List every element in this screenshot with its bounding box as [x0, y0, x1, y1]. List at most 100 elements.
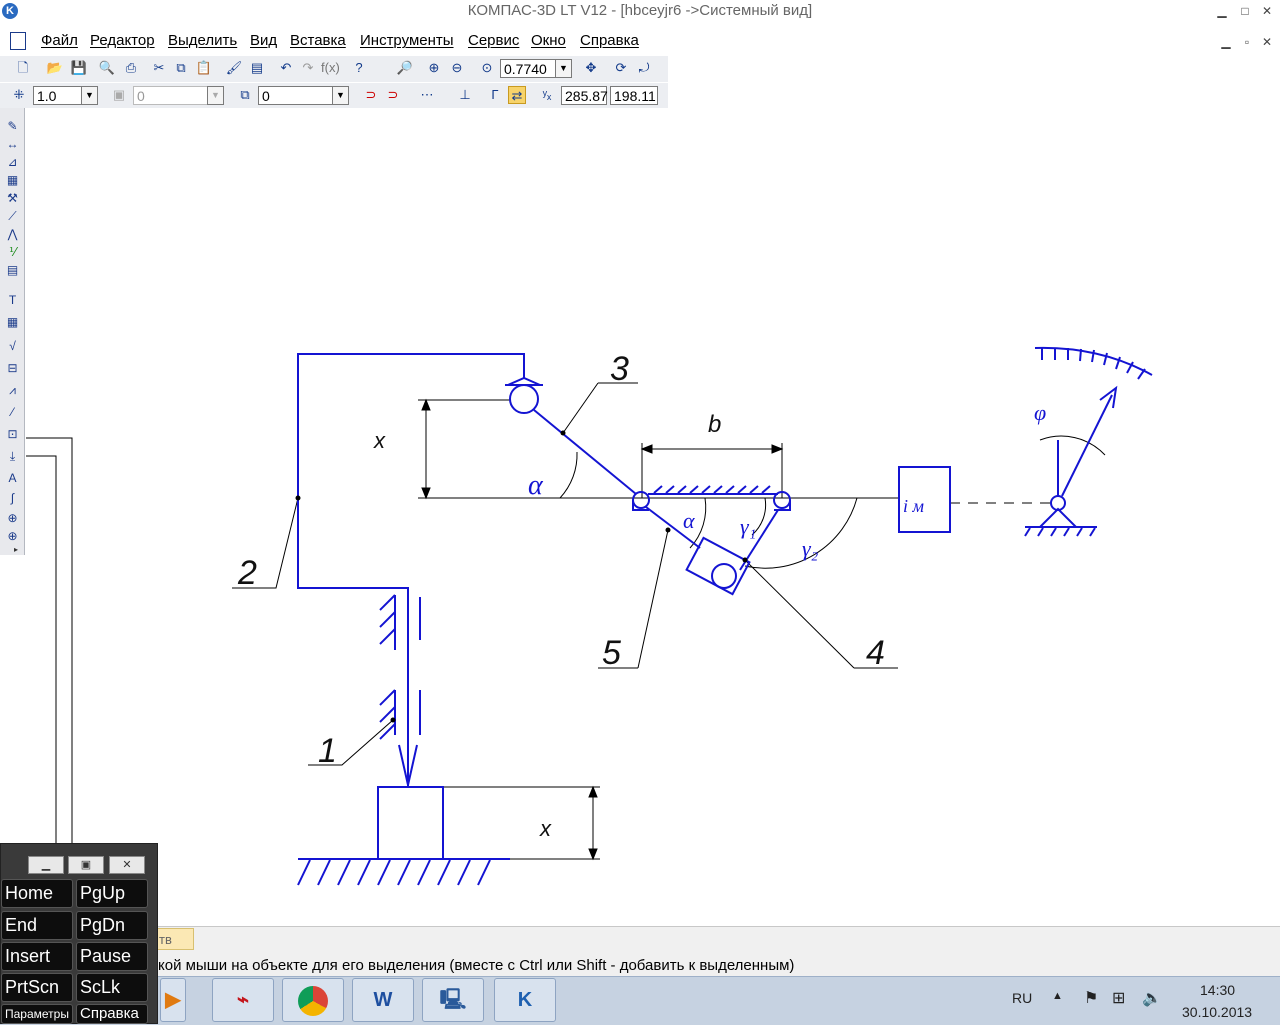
properties-icon[interactable]: ▤ [250, 60, 264, 75]
cut-icon[interactable]: ✂ [153, 60, 165, 75]
position-icon[interactable]: ⁄ [11, 405, 14, 419]
menu-service[interactable]: Сервис [468, 32, 520, 49]
function-icon[interactable]: f(x) [321, 60, 340, 75]
text-icon[interactable]: T [8, 293, 17, 307]
zoom-window-icon[interactable]: 🔎 [396, 60, 414, 75]
ortho-icon[interactable]: Γ [491, 87, 499, 102]
osk-options-button[interactable]: Параметры [1, 1004, 73, 1024]
format-brush-icon[interactable]: 🖌 [225, 60, 243, 75]
clock-date[interactable]: 30.10.2013 [1182, 1004, 1253, 1020]
copy-icon[interactable]: ⧉ [176, 60, 186, 75]
zoom-in-icon[interactable]: ⊕ [428, 60, 440, 75]
zoom-dropdown-icon[interactable]: ▼ [555, 59, 572, 78]
roughness-icon[interactable]: √ [9, 339, 16, 353]
doc-close-button[interactable]: ✕ [1261, 35, 1273, 49]
local-cs-icon[interactable]: ⊥ [459, 87, 471, 102]
undo-icon[interactable]: ↶ [280, 60, 292, 75]
wave-icon[interactable]: ∫ [10, 491, 15, 505]
center-mark-icon[interactable]: ⊕ [7, 529, 18, 543]
edit-icon[interactable]: ▦ [6, 173, 19, 187]
volume-icon[interactable]: 🔈 [1142, 990, 1162, 1007]
menu-window[interactable]: Окно [531, 32, 566, 49]
snap-magnet-2-icon[interactable]: ⊃ [387, 87, 399, 102]
doc-restore-button[interactable]: ▫ [1244, 35, 1250, 49]
action-center-flag-icon[interactable]: ⚑ [1084, 990, 1099, 1007]
osk-key-home[interactable]: Home [1, 879, 73, 908]
geometry-icon[interactable]: ✎ [7, 119, 18, 133]
osk-key-end[interactable]: End [1, 911, 73, 940]
new-document-icon[interactable]: 🗋 [17, 60, 29, 75]
doc-minimize-button[interactable]: ▁ [1221, 35, 1231, 49]
print-icon[interactable]: ⎙ [125, 60, 137, 75]
chrome-icon[interactable] [282, 978, 344, 1022]
osk-close-button[interactable]: ✕ [109, 856, 145, 874]
acrobat-icon[interactable]: ⌁ [212, 978, 274, 1022]
clock-time[interactable]: 14:30 [1200, 982, 1236, 998]
osk-key-prtscn[interactable]: PrtScn [1, 973, 73, 1002]
menu-file[interactable]: Файл [41, 32, 78, 49]
status-tab[interactable]: тв [156, 928, 194, 950]
close-window-button[interactable]: ✕ [1261, 4, 1273, 18]
osk-minimize-button[interactable]: ▁ [28, 856, 64, 874]
zoom-out-icon[interactable]: ⊖ [451, 60, 463, 75]
zoom-scale-icon[interactable]: ⊙ [481, 60, 493, 75]
osk-help-button[interactable]: Справка [76, 1004, 148, 1024]
help-pointer-icon[interactable]: ? [355, 60, 363, 75]
language-indicator[interactable]: RU [1012, 990, 1033, 1006]
osk-key-pause[interactable]: Pause [76, 942, 148, 971]
grid-icon[interactable]: ⋯ [420, 87, 434, 102]
osk-key-sclk[interactable]: ScLk [76, 973, 148, 1002]
select-icon[interactable]: ⋀ [7, 227, 18, 241]
osk-key-pgdn[interactable]: PgDn [76, 911, 148, 940]
pan-icon[interactable]: ✥ [585, 60, 597, 75]
redraw-icon[interactable]: ⤾ [638, 60, 650, 75]
step-dropdown-icon[interactable]: ▼ [81, 86, 98, 105]
coord-x-field[interactable]: 285.87 [561, 86, 608, 105]
more-tools-icon[interactable]: ▸ [14, 545, 19, 554]
refresh-icon[interactable]: ⟳ [615, 60, 627, 75]
dimensions-icon[interactable]: ↔ [6, 137, 19, 151]
coord-y-field[interactable]: 198.11 [610, 86, 658, 105]
zoom-field[interactable]: 0.7740 [500, 59, 557, 78]
network-computer-icon[interactable]: 🖳 [422, 978, 484, 1022]
redo-icon[interactable]: ↷ [302, 60, 314, 75]
axis-icon[interactable]: ⊕ [7, 511, 18, 525]
osk-restore-button[interactable]: ▣ [68, 856, 104, 874]
minimize-window-button[interactable]: ▁ [1217, 4, 1227, 18]
save-icon[interactable]: 💾 [70, 60, 88, 75]
menu-help[interactable]: Справка [580, 32, 639, 49]
step-cursor-icon[interactable]: ⁜ [13, 87, 25, 102]
print-preview-icon[interactable]: 🔍 [98, 60, 116, 75]
measure-icon[interactable]: ⟋ [8, 209, 17, 223]
base-icon[interactable]: ⊟ [7, 361, 18, 375]
menu-tools[interactable]: Инструменты [360, 32, 454, 49]
report-icon[interactable]: ▤ [6, 263, 19, 277]
osk-key-pgup[interactable]: PgUp [76, 879, 148, 908]
word-icon[interactable]: W [352, 978, 414, 1022]
drawing-canvas[interactable]: 1 2 3 4 5 x x b α α γ₁ γ₂ φ i м [26, 110, 1280, 926]
round-icon[interactable]: ⇄ [508, 86, 526, 104]
symbols-icon[interactable]: ⊿ [7, 155, 18, 169]
open-folder-icon[interactable]: 📂 [46, 60, 64, 75]
style-field[interactable]: 0 [258, 86, 334, 105]
menu-select[interactable]: Выделить [168, 32, 238, 49]
network-icon[interactable]: ⊞ [1112, 990, 1126, 1007]
snap-magnet-icon[interactable]: ⊃ [365, 87, 377, 102]
paste-icon[interactable]: 📋 [195, 60, 213, 75]
section-line-icon[interactable]: A [8, 471, 17, 485]
style-dropdown-icon[interactable]: ▼ [332, 86, 349, 105]
osk-key-insert[interactable]: Insert [1, 942, 73, 971]
leader-icon[interactable]: ⩘ [9, 383, 16, 397]
arrow-view-icon[interactable]: ⤓ [9, 449, 16, 463]
step-field[interactable]: 1.0 [33, 86, 83, 105]
parametrization-icon[interactable]: ⚒ [7, 191, 18, 205]
show-hidden-icons-icon[interactable]: ▲ [1052, 990, 1063, 1002]
table-icon[interactable]: ▦ [6, 315, 19, 329]
kompas-taskbar-icon[interactable]: K [494, 978, 556, 1022]
tolerance-icon[interactable]: ⊡ [7, 427, 18, 441]
menu-edit[interactable]: Редактор [90, 32, 155, 49]
menu-insert[interactable]: Вставка [290, 32, 346, 49]
layers-icon[interactable]: ⧉ [240, 87, 250, 102]
spec-icon[interactable]: ⅟ [9, 245, 16, 259]
media-player-icon[interactable]: ▶ [160, 978, 186, 1022]
